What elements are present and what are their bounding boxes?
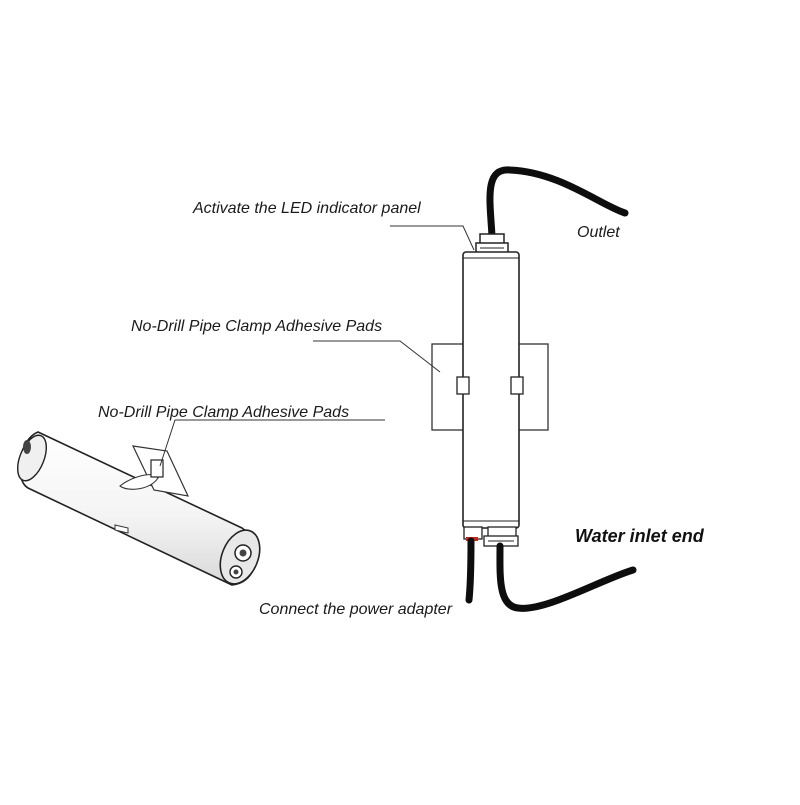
label-outlet: Outlet	[577, 224, 620, 241]
outlet-cable	[486, 166, 629, 240]
clip-right	[510, 376, 524, 395]
label-power-adapter: Connect the power adapter	[259, 601, 453, 618]
pads-upper-leader-line	[313, 340, 441, 373]
top-fitting	[475, 233, 509, 254]
label-adhesive-pads-lower: No-Drill Pipe Clamp Adhesive Pads	[98, 404, 350, 421]
label-adhesive-pads-upper: No-Drill Pipe Clamp Adhesive Pads	[131, 318, 383, 335]
clip-horizontal	[150, 459, 164, 478]
label-water-inlet: Water inlet end	[575, 526, 704, 546]
inlet-cable	[496, 542, 637, 612]
pads-lower-leader-line	[159, 419, 385, 467]
horizontal-unit	[16, 431, 261, 586]
power-cable	[465, 537, 475, 604]
label-led-indicator: Activate the LED indicator panel	[193, 200, 421, 217]
clip-left	[456, 376, 470, 395]
led-leader-line	[390, 225, 475, 251]
